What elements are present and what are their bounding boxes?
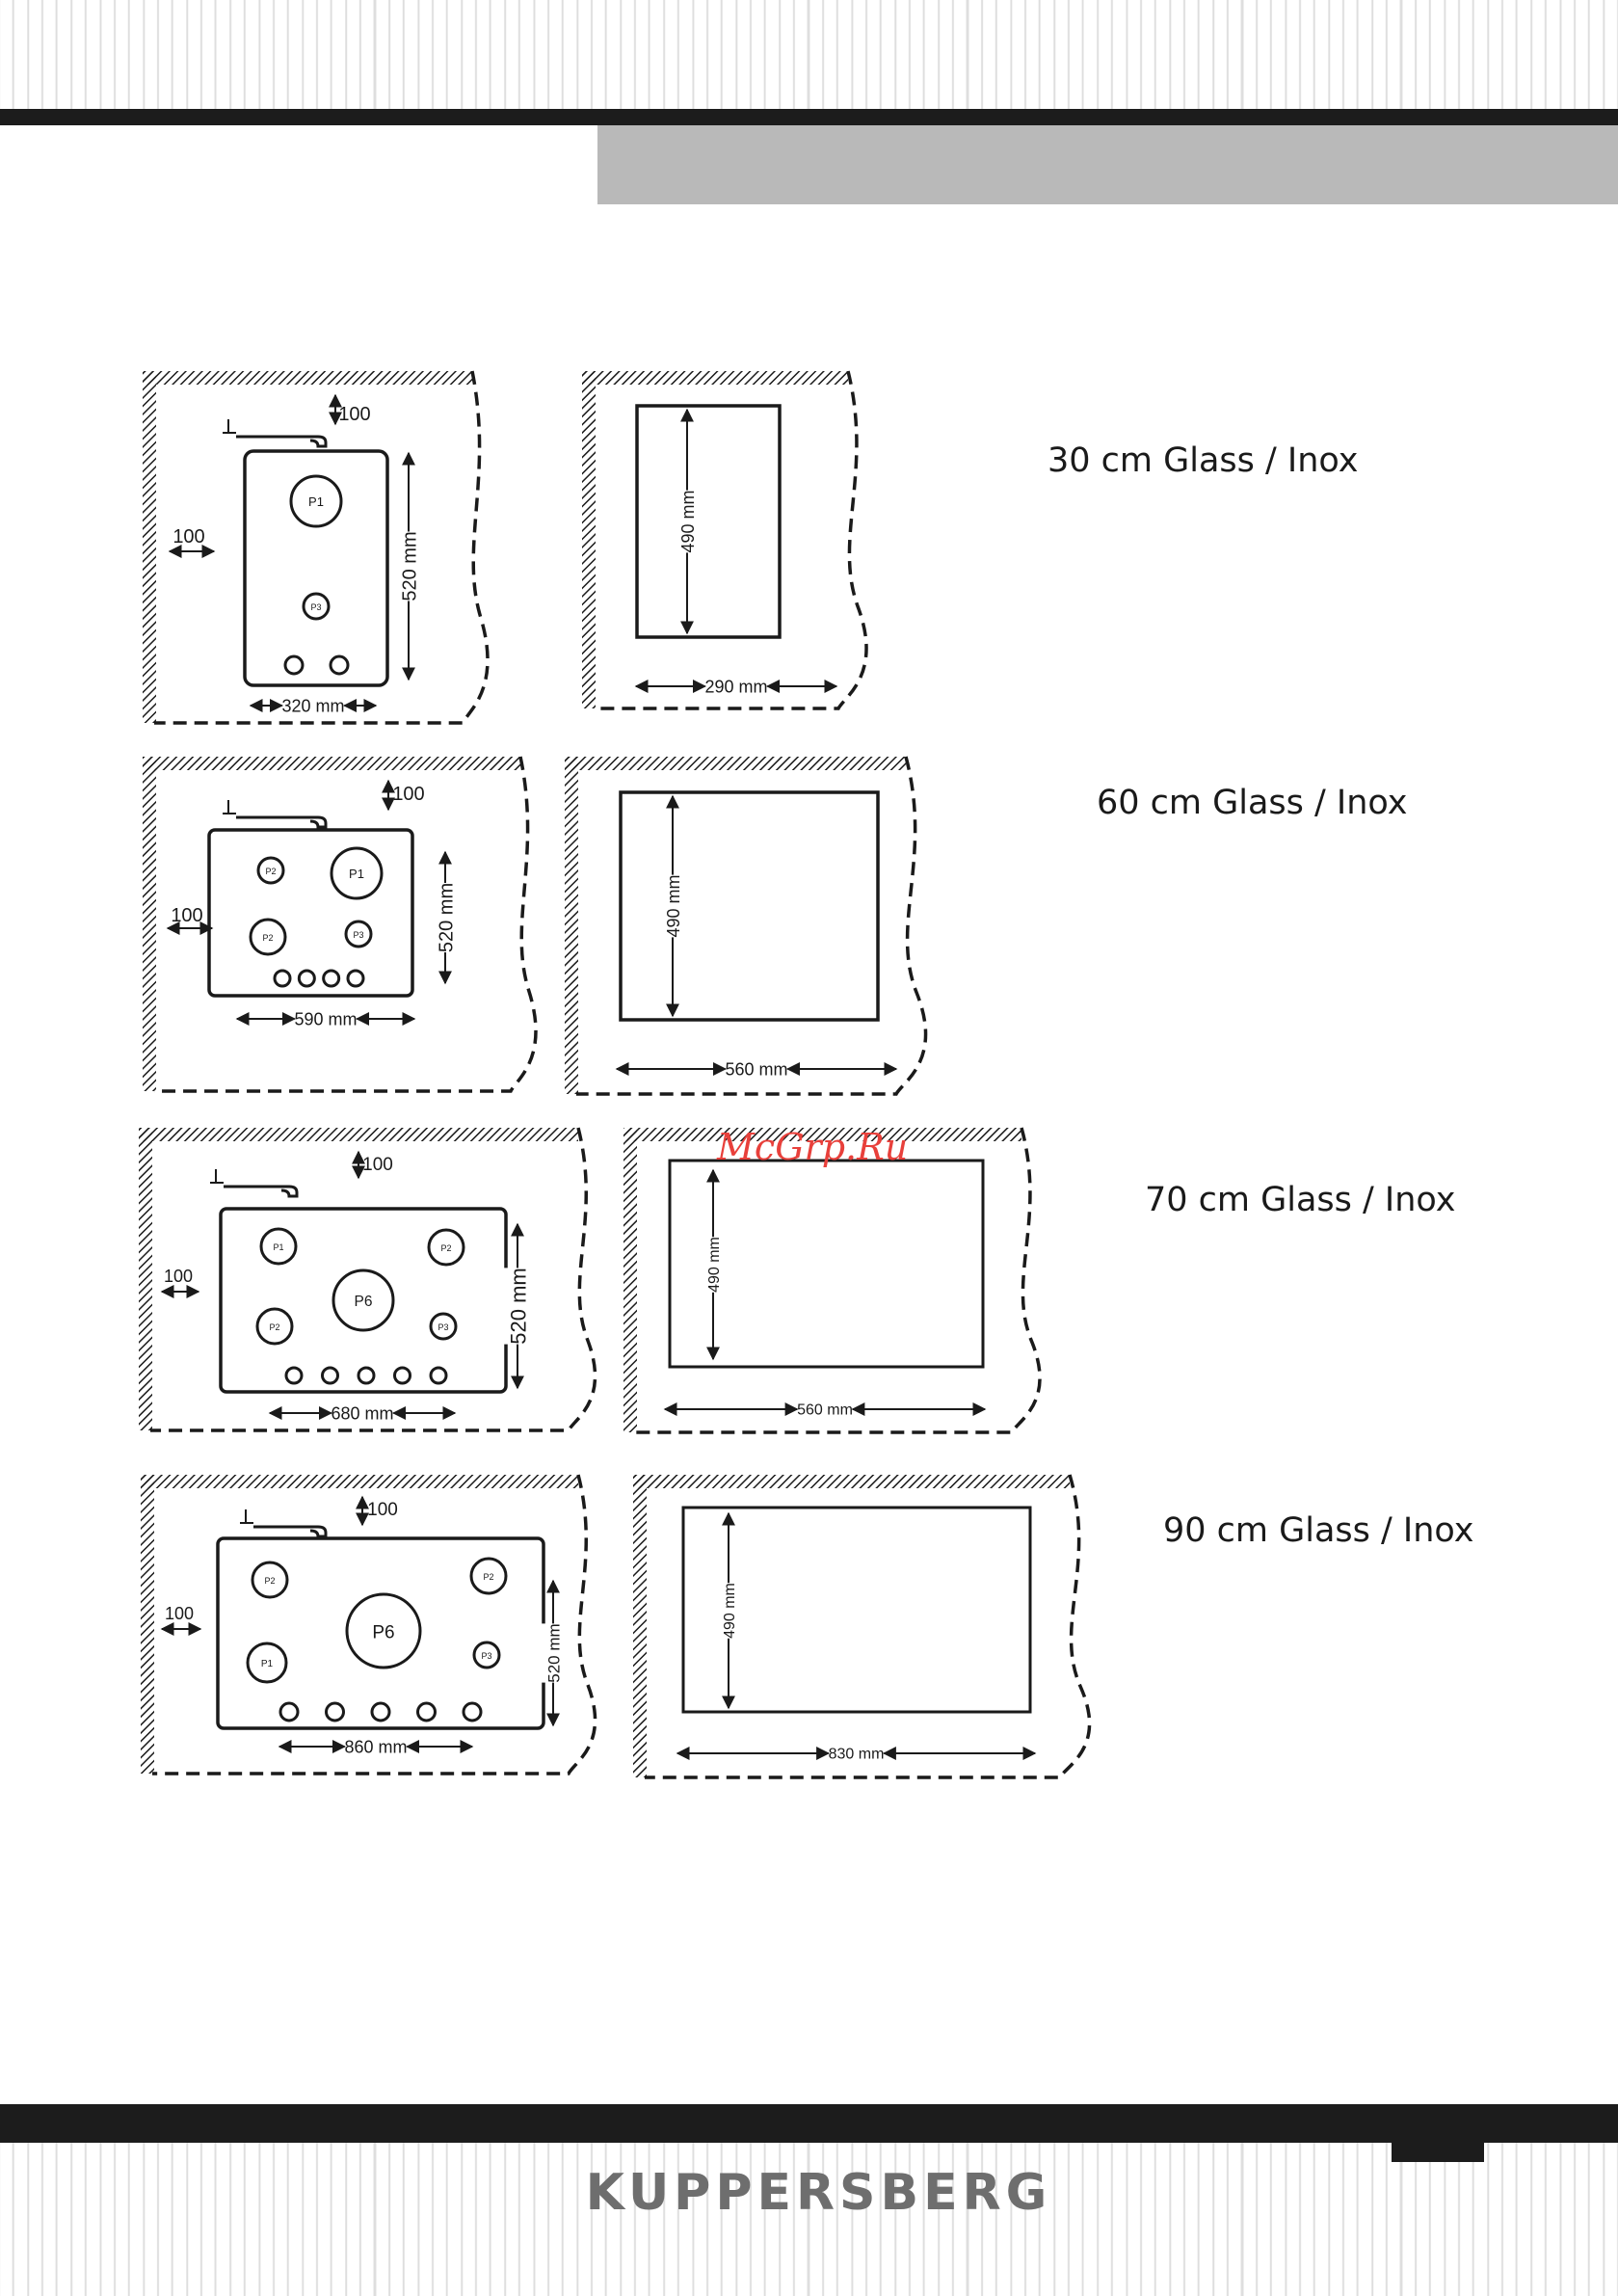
row70-cutout-cell-wall-left <box>623 1128 637 1432</box>
row30-hob-outline <box>245 451 387 685</box>
row90-hob-cell-wall-top <box>141 1475 578 1488</box>
row60-hob-cell-dashed-boundary <box>154 757 536 1091</box>
row60-hob-cell-wall-top <box>143 757 520 770</box>
row30-hob-cell-wall-left <box>143 371 156 723</box>
row70-hob-cell-wall-left <box>139 1128 152 1430</box>
row30-cutout-width-label: 290 mm <box>704 677 767 696</box>
row30-gas-inlet-icon <box>236 437 326 446</box>
model-label-90: 90 cm Glass / Inox <box>1163 1511 1474 1550</box>
row70-gas-inlet-icon <box>224 1187 297 1196</box>
row30-cutout-cell-wall-top <box>582 371 848 385</box>
row60-cutout-outline <box>621 792 878 1020</box>
row60-knob-4 <box>348 971 363 986</box>
row60-gas-inlet-icon <box>236 817 326 827</box>
footer-rule <box>0 2104 1618 2143</box>
row70-knob-3 <box>358 1368 374 1383</box>
row30-knob-2 <box>331 656 348 674</box>
row60-hob-width-label: 590 mm <box>294 1009 357 1028</box>
row60-hob-depth-label: 520 mm <box>437 883 458 952</box>
row30-knob-1 <box>285 656 303 674</box>
row70-knob-1 <box>286 1368 302 1383</box>
row30-hob-width-label: 320 mm <box>281 696 344 715</box>
row90-cutout-cell-wall-top <box>633 1475 1070 1488</box>
row30-side-clearance-label: 100 <box>172 526 204 547</box>
row70-cutout-width-label: 560 mm <box>797 1402 853 1419</box>
row30-top-clearance-label: 100 <box>338 404 370 425</box>
row60-knob-1 <box>275 971 290 986</box>
row60-hob-cell-wall-left <box>143 757 156 1091</box>
row90-burner-p3-label: P3 <box>481 1651 491 1661</box>
row70-burner-p1-label: P1 <box>273 1242 283 1252</box>
row90-hob-width-label: 860 mm <box>344 1737 407 1756</box>
row70-hob-cell-wall-top <box>139 1128 578 1141</box>
row90-cutout-cell-dashed-boundary <box>645 1475 1090 1777</box>
row60-burner-p2-top-label: P2 <box>265 867 276 876</box>
row30-burner-p1-label: P1 <box>308 494 324 509</box>
brand-logo: KUPPERSBERG <box>0 2164 1618 2222</box>
row60-side-clearance-label: 100 <box>171 905 202 926</box>
row90-burner-p1-label: P1 <box>261 1659 274 1669</box>
row90-cutout-cell-wall-left <box>633 1475 647 1777</box>
row90-top-clearance-label: 100 <box>367 1500 398 1520</box>
row70-burner-p2-right-label: P2 <box>440 1243 451 1253</box>
row90-knob-1 <box>280 1703 298 1721</box>
row70-knob-4 <box>395 1368 411 1383</box>
row90-hob-cell-wall-left <box>141 1475 154 1774</box>
row60-knob-3 <box>324 971 339 986</box>
row70-cutout-cell-dashed-boundary <box>635 1128 1040 1432</box>
row30-cutout-depth-label: 490 mm <box>678 490 698 552</box>
row60-cutout-cell-wall-top <box>565 757 906 770</box>
row60-burner-p1-label: P1 <box>349 867 364 881</box>
row90-cutout-width-label: 830 mm <box>829 1747 885 1763</box>
row60-burner-p2-bottom-label: P2 <box>262 933 273 943</box>
row60-cutout-cell-wall-left <box>565 757 578 1094</box>
row90-knob-4 <box>418 1703 436 1721</box>
row70-cutout-depth-label: 490 mm <box>706 1237 723 1293</box>
row30-cutout-cell-dashed-boundary <box>594 371 866 708</box>
row90-burner-p2-left-label: P2 <box>264 1576 275 1586</box>
row60-cutout-depth-label: 490 mm <box>664 874 683 937</box>
row70-burner-p2-left-label: P2 <box>269 1322 279 1332</box>
row70-burner-p6-label: P6 <box>355 1294 373 1310</box>
row30-cutout-outline <box>637 406 780 637</box>
model-label-30: 30 cm Glass / Inox <box>1048 441 1359 480</box>
row90-burner-p2-right-label: P2 <box>483 1572 493 1582</box>
model-label-70: 70 cm Glass / Inox <box>1145 1181 1456 1219</box>
row60-cutout-width-label: 560 mm <box>725 1059 787 1079</box>
row90-hob-depth-label: 520 mm <box>544 1623 563 1682</box>
page-number-tab <box>1392 2143 1484 2162</box>
row90-knob-2 <box>327 1703 344 1721</box>
row30-hob-cell-wall-top <box>143 371 472 385</box>
row70-knob-2 <box>323 1368 338 1383</box>
watermark-text: McGrp.Ru <box>717 1126 908 1168</box>
row30-hob-depth-label: 520 mm <box>400 531 421 601</box>
row30-cutout-cell-wall-left <box>582 371 596 708</box>
row60-knob-2 <box>299 971 314 986</box>
row90-cutout-depth-label: 490 mm <box>722 1583 738 1639</box>
row30-burner-p3-label: P3 <box>310 602 321 612</box>
row70-hob-depth-label: 520 mm <box>506 1268 530 1344</box>
row60-top-clearance-label: 100 <box>392 784 424 805</box>
row70-top-clearance-label: 100 <box>362 1155 393 1175</box>
row70-hob-width-label: 680 mm <box>331 1403 393 1423</box>
row60-cutout-cell-dashed-boundary <box>576 757 926 1094</box>
row90-knob-3 <box>372 1703 389 1721</box>
row90-burner-p6-label: P6 <box>372 1623 394 1643</box>
row60-burner-p3-label: P3 <box>353 930 363 940</box>
row90-knob-5 <box>464 1703 481 1721</box>
row70-burner-p3-label: P3 <box>438 1322 448 1332</box>
row90-gas-inlet-icon <box>253 1527 326 1536</box>
row70-side-clearance-label: 100 <box>164 1267 193 1286</box>
model-label-60: 60 cm Glass / Inox <box>1097 784 1408 822</box>
row90-side-clearance-label: 100 <box>165 1604 194 1623</box>
row70-knob-5 <box>431 1368 446 1383</box>
